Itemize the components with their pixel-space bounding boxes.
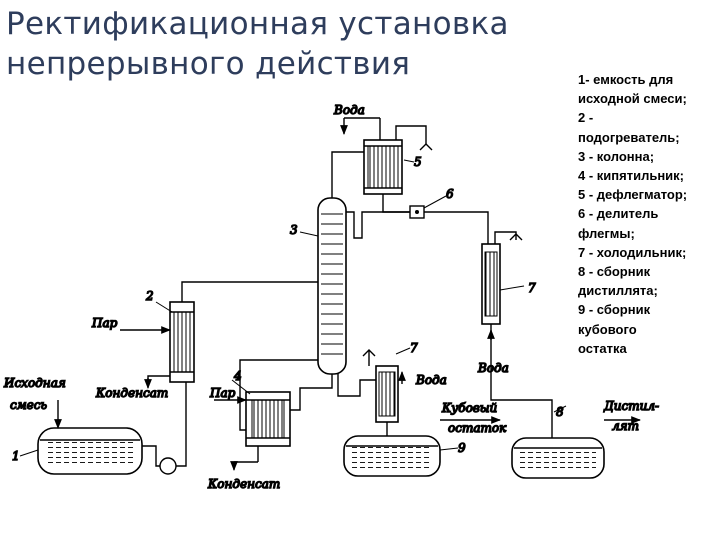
bottoms-cooler bbox=[375, 365, 399, 423]
label-water-right: Вода bbox=[477, 361, 509, 375]
legend-line: исходной смеси; bbox=[578, 91, 687, 107]
label-steam-bottom: Пар bbox=[209, 386, 236, 400]
number-leaders bbox=[19, 159, 567, 457]
piping bbox=[54, 117, 641, 471]
legend-line: 7 - холодильник; bbox=[578, 244, 687, 260]
slide-title: Ректификационная установка непрерывного … bbox=[6, 4, 606, 84]
label-bottoms-line2: остаток bbox=[448, 421, 507, 435]
bottoms-tank bbox=[343, 435, 441, 477]
label-condensate-bottom: Конденсат bbox=[207, 477, 280, 491]
distillation-column bbox=[317, 197, 347, 375]
legend-line: 2 - bbox=[578, 110, 594, 126]
number-7a: 7 bbox=[528, 281, 536, 295]
label-feed-line1: Исходная bbox=[3, 376, 66, 390]
label-distillate-line1: Дистил- bbox=[603, 399, 659, 413]
label-condensate-left: Конденсат bbox=[95, 386, 168, 400]
label-steam-left: Пар bbox=[91, 316, 118, 330]
label-water-bottom: Вода bbox=[415, 373, 447, 387]
legend-line: дистиллята; bbox=[578, 283, 658, 299]
legend-line: флегмы; bbox=[578, 225, 635, 241]
number-6: 6 bbox=[446, 187, 454, 201]
legend: 1- емкость для исходной смеси; 2 - подог… bbox=[578, 70, 718, 358]
feed-tank bbox=[37, 427, 143, 475]
number-1: 1 bbox=[12, 449, 20, 463]
number-7b: 7 bbox=[410, 341, 418, 355]
label-water-top: Вода bbox=[333, 103, 365, 117]
distillate-cooler bbox=[481, 243, 501, 325]
legend-line: 3 - колонна; bbox=[578, 148, 655, 164]
number-9: 9 bbox=[458, 441, 466, 455]
legend-line: остатка bbox=[578, 340, 627, 356]
legend-line: 6 - делитель bbox=[578, 206, 659, 222]
number-3: 3 bbox=[290, 223, 298, 237]
legend-line: 9 - сборник bbox=[578, 302, 651, 318]
legend-line: подогреватель; bbox=[578, 129, 680, 145]
label-bottoms-line1: Кубовый bbox=[441, 401, 497, 415]
title-line-2: непрерывного действия bbox=[6, 46, 411, 82]
number-4: 4 bbox=[233, 369, 242, 383]
legend-line: 8 - сборник bbox=[578, 264, 651, 280]
legend-line: кубового bbox=[578, 321, 637, 337]
number-5: 5 bbox=[414, 155, 422, 169]
dephlegmator bbox=[363, 139, 403, 195]
label-distillate-line2: лят bbox=[612, 419, 639, 433]
legend-line: 1- емкость для bbox=[578, 72, 674, 87]
label-feed-line2: смесь bbox=[10, 398, 47, 412]
heater bbox=[169, 301, 195, 383]
pump bbox=[159, 457, 177, 475]
number-8: 8 bbox=[556, 405, 564, 419]
reboiler bbox=[245, 391, 291, 447]
legend-line: 5 - дефлегматор; bbox=[578, 187, 688, 203]
title-line-1: Ректификационная установка bbox=[6, 6, 509, 42]
number-2: 2 bbox=[145, 289, 154, 303]
distillate-tank bbox=[511, 437, 605, 479]
legend-line: 4 - кипятильник; bbox=[578, 168, 685, 184]
